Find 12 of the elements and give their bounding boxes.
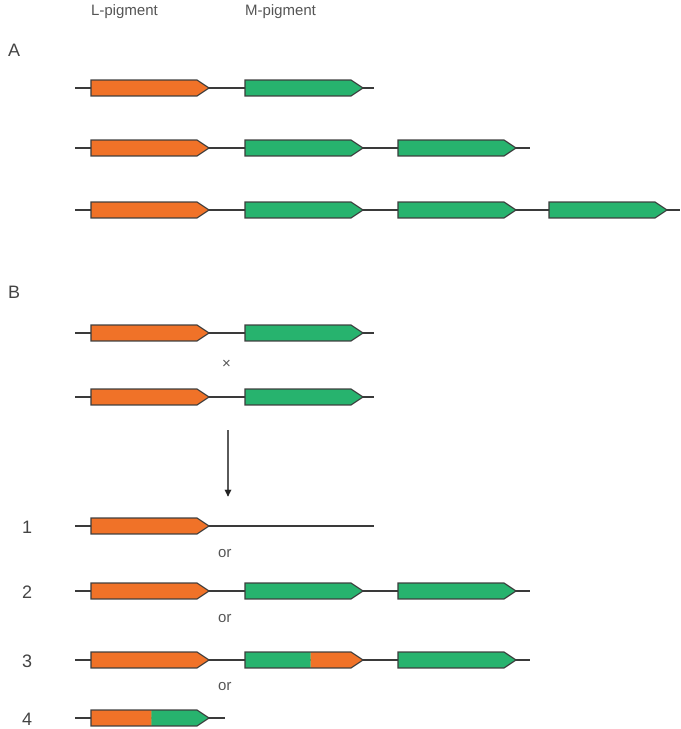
- panel-label: B: [8, 282, 20, 302]
- or-label: or: [218, 609, 232, 627]
- row-number: 1: [22, 517, 32, 537]
- column-heading: M-pigment: [245, 2, 316, 20]
- panel-label: A: [8, 40, 20, 60]
- or-label: or: [218, 544, 232, 562]
- row-number: 3: [22, 651, 32, 671]
- or-label: or: [218, 677, 232, 695]
- row-number: 4: [22, 709, 32, 729]
- row-number: 2: [22, 582, 32, 602]
- cross-symbol: ×: [222, 355, 231, 373]
- column-heading: L-pigment: [91, 2, 158, 20]
